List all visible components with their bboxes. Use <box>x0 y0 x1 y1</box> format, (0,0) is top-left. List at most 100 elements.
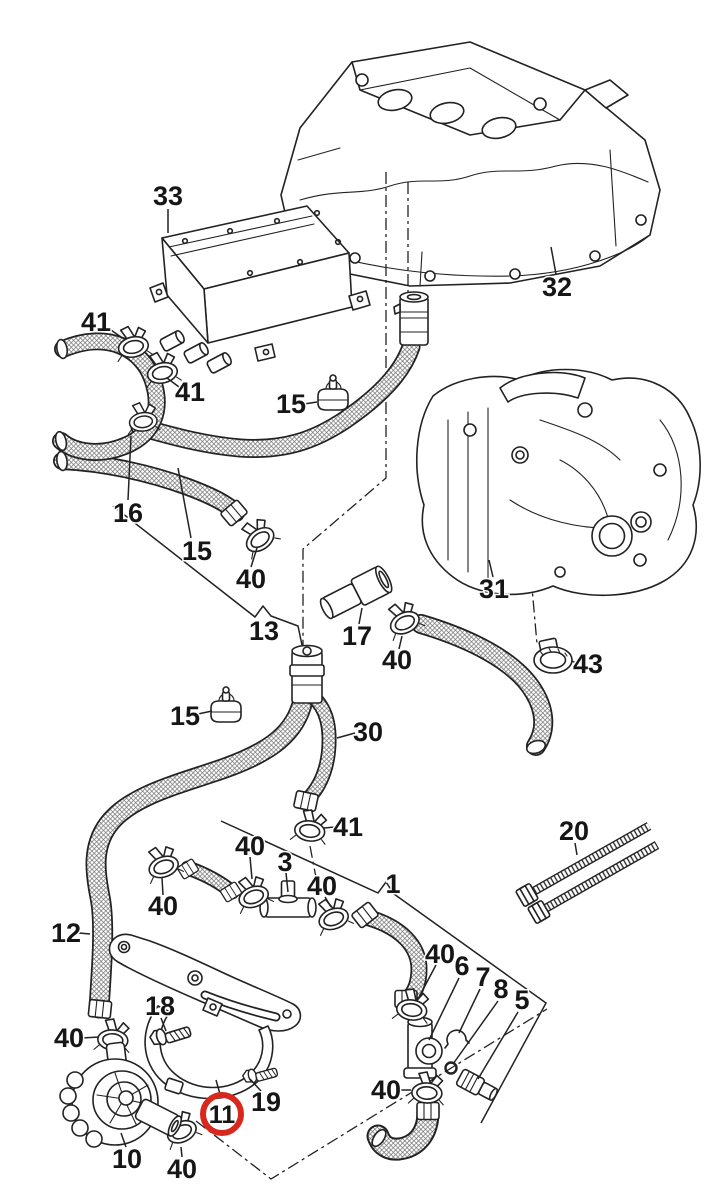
part-number-label: 41 <box>333 812 363 842</box>
callout-leader-line <box>285 872 289 893</box>
pipe-17 <box>319 565 393 620</box>
callout-8-26[interactable]: 8 <box>452 973 510 1065</box>
callout-leader-line <box>398 635 403 650</box>
callout-40-18[interactable]: 40 <box>305 870 339 908</box>
part-number-label: 17 <box>342 621 372 651</box>
part-number-label: 6 <box>454 951 469 981</box>
callout-19-30[interactable]: 19 <box>249 1078 283 1119</box>
callout-leader-line <box>215 1079 221 1095</box>
callout-41-3[interactable]: 41 <box>166 376 207 409</box>
part-number-label: 7 <box>475 962 490 992</box>
callout-20-22[interactable]: 20 <box>557 815 591 856</box>
callout-16-5[interactable]: 16 <box>111 435 145 530</box>
callout-leader-line <box>303 401 318 405</box>
callout-7-25[interactable]: 7 <box>458 961 492 1034</box>
o-ring-8 <box>444 1061 458 1075</box>
callout-40-11[interactable]: 40 <box>380 635 414 677</box>
clamp-40 <box>378 595 426 642</box>
callout-40-16[interactable]: 40 <box>233 830 267 880</box>
callout-leader-line <box>120 1132 127 1148</box>
callout-3-17[interactable]: 3 <box>276 846 294 893</box>
callout-33-0[interactable]: 33 <box>151 180 185 233</box>
part-number-label: 41 <box>175 377 205 407</box>
hose-1 <box>366 917 419 1000</box>
part-number-label: 41 <box>81 307 111 337</box>
callout-leader-line <box>250 547 258 568</box>
rubber-mount-15 <box>210 686 242 723</box>
callout-43-12[interactable]: 43 <box>571 648 604 681</box>
callout-17-10[interactable]: 17 <box>340 607 374 653</box>
module-port <box>182 340 211 365</box>
callout-leader-line <box>197 710 213 715</box>
callout-leader-line <box>324 896 332 908</box>
pump-outlet <box>134 1098 183 1137</box>
strap-clamp-11 <box>144 997 274 1100</box>
callout-5-27[interactable]: 5 <box>477 984 531 1080</box>
part-number-label: 40 <box>307 871 337 901</box>
part-number-label: 40 <box>371 1075 401 1105</box>
callout-leader-line <box>336 732 356 739</box>
hose-16 <box>61 341 157 452</box>
callout-10-32[interactable]: 10 <box>110 1132 144 1176</box>
callout-41-2[interactable]: 41 <box>79 306 122 339</box>
part-number-label: 40 <box>382 645 412 675</box>
part-number-label: 16 <box>113 498 143 528</box>
hose-sleeves <box>87 498 440 1148</box>
part-number-label: 12 <box>51 918 81 948</box>
part-number-label: 33 <box>153 181 183 211</box>
callout-leader-line <box>477 1011 519 1080</box>
callout-40-33[interactable]: 40 <box>165 1146 199 1186</box>
cable-ties-20 <box>515 822 660 924</box>
callout-15-13[interactable]: 15 <box>168 700 213 733</box>
part-number-label: 40 <box>235 831 265 861</box>
callout-leader-line <box>180 1146 183 1158</box>
callout-18-29[interactable]: 18 <box>143 990 177 1032</box>
callout-40-19[interactable]: 40 <box>146 877 180 923</box>
callout-40-7[interactable]: 40 <box>234 547 268 596</box>
callout-40-28[interactable]: 40 <box>52 1022 100 1055</box>
part-number-label: 8 <box>493 974 508 1004</box>
callout-leader-line <box>81 1036 100 1039</box>
callout-31-8[interactable]: 31 <box>477 559 511 606</box>
pump-bracket <box>108 933 302 1032</box>
callout-1-21[interactable]: 1 <box>384 868 402 901</box>
module-port <box>205 350 234 375</box>
callout-11-31[interactable]: 11 <box>200 1079 244 1136</box>
clamp-40 <box>138 840 185 885</box>
part-number-label: 31 <box>479 574 509 604</box>
part-number-label: 11 <box>209 1101 236 1129</box>
callout-40-34[interactable]: 40 <box>369 1074 411 1107</box>
part-number-label: 20 <box>559 816 589 846</box>
part-number-label: 15 <box>276 389 306 419</box>
fitting-13 <box>289 644 325 704</box>
callout-32-1[interactable]: 32 <box>540 246 574 304</box>
part-number-label: 15 <box>182 536 212 566</box>
rubber-mount-15 <box>317 374 349 411</box>
callout-40-23[interactable]: 40 <box>417 938 457 1000</box>
part-number-label: 32 <box>542 272 572 302</box>
callout-30-14[interactable]: 30 <box>336 716 385 749</box>
callout-leader-line <box>78 932 91 935</box>
part-number-label: 40 <box>167 1154 197 1184</box>
callout-leader-line <box>166 377 180 388</box>
callout-leader-line <box>323 826 336 829</box>
part-number-label: 30 <box>353 717 383 747</box>
callout-leader-line <box>358 607 363 625</box>
callout-6-24[interactable]: 6 <box>428 950 471 1041</box>
callout-15-6[interactable]: 15 <box>177 467 214 568</box>
callout-12-20[interactable]: 12 <box>49 917 91 950</box>
callout-leader-line <box>160 1017 167 1032</box>
callout-leader-line <box>177 467 192 539</box>
callout-leader-line <box>417 964 437 1000</box>
callout-13-9[interactable]: 13 <box>247 615 280 648</box>
callout-41-15[interactable]: 41 <box>323 811 365 844</box>
part-number-label: 1 <box>385 869 400 899</box>
part-number-label: 40 <box>54 1023 84 1053</box>
part-number-label: 40 <box>236 564 266 594</box>
callout-leader-line <box>571 660 577 664</box>
callout-15-4[interactable]: 15 <box>274 388 318 421</box>
part-number-label: 5 <box>514 985 529 1015</box>
module-port <box>158 328 187 353</box>
callout-leader-line <box>452 1000 499 1065</box>
